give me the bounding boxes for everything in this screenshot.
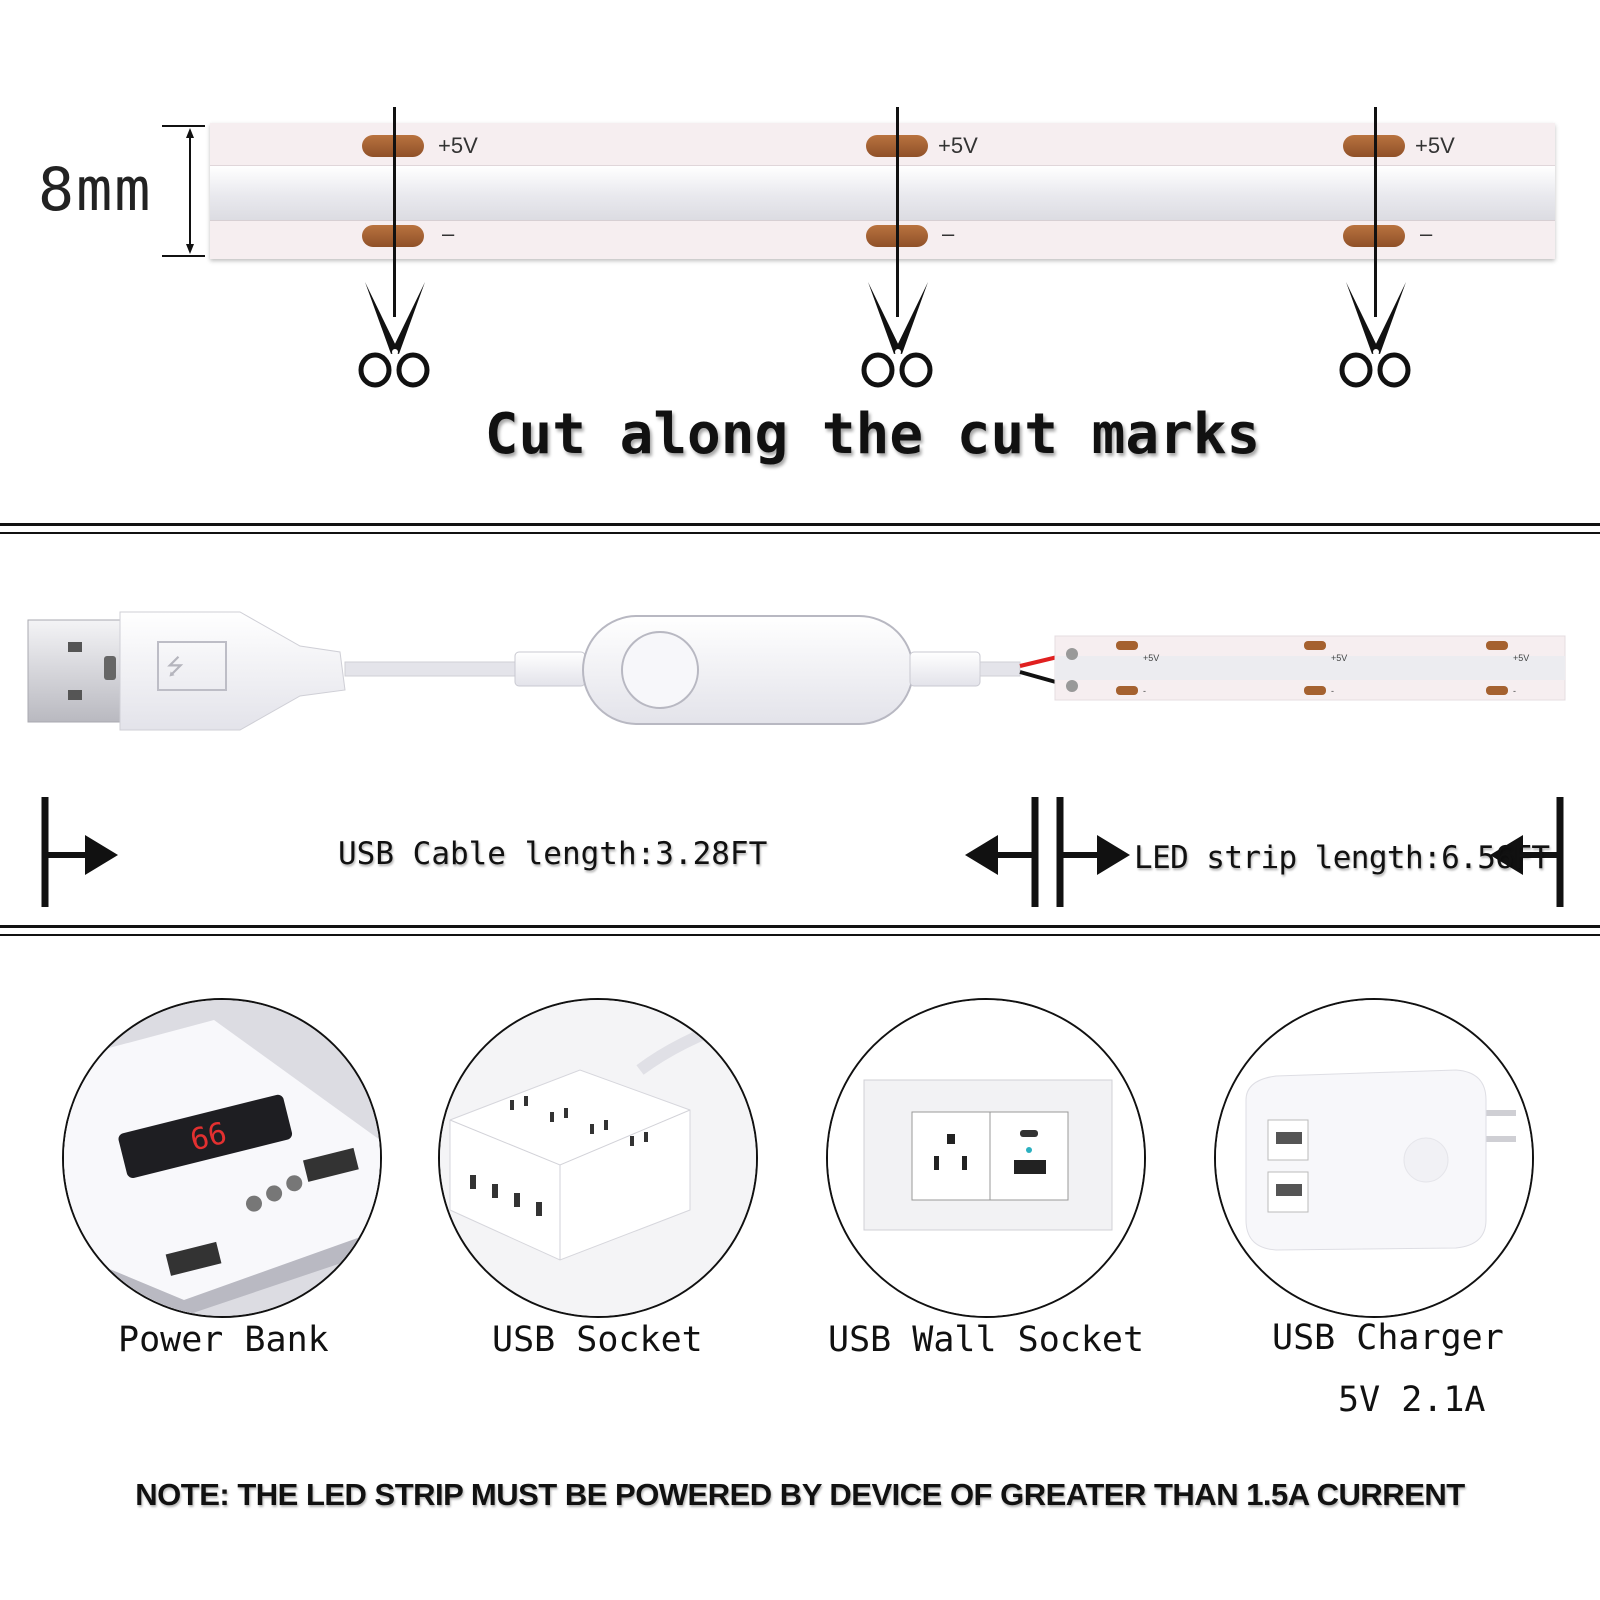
mini-positive-label: +5V (1513, 653, 1530, 663)
negative-pad-label: – (1420, 221, 1433, 246)
positive-pad-label: +5V (438, 133, 478, 158)
section-divider (0, 934, 1600, 936)
usb-charger-image (1214, 998, 1534, 1318)
usb-socket-label: USB Socket (492, 1320, 703, 1360)
power-requirement-note: NOTE: THE LED STRIP MUST BE POWERED BY D… (135, 1477, 1465, 1512)
positive-pad-label: +5V (1415, 133, 1455, 158)
length-markers (41, 797, 1564, 907)
scissors-icon (358, 282, 430, 388)
power-strip-icon (440, 1000, 756, 1316)
mini-negative-label: - (1143, 686, 1146, 696)
power-bank-display: 66 (187, 1116, 231, 1159)
strip-diffuser-band (210, 165, 1555, 221)
power-bank-image: 66 (62, 998, 382, 1318)
cut-line (393, 107, 396, 317)
usb-charger-label: USB Charger (1272, 1318, 1504, 1358)
usb-charger-rating: 5V 2.1A (1338, 1380, 1486, 1420)
scissors-icon (861, 282, 933, 388)
mini-negative-label: - (1513, 686, 1516, 696)
section-divider (0, 523, 1600, 526)
mini-positive-label: +5V (1143, 653, 1160, 663)
mini-positive-label: +5V (1331, 653, 1348, 663)
section-divider (0, 532, 1600, 534)
cut-line (896, 107, 899, 317)
wall-socket-icon (828, 1000, 1144, 1316)
usb-charger-icon (1216, 1000, 1532, 1316)
strip-width-label: 8mm (38, 155, 153, 225)
power-bank-label: Power Bank (118, 1320, 329, 1360)
width-dimension-bracket (162, 125, 205, 257)
cut-instruction-heading: Cut along the cut marks (484, 402, 1261, 467)
svg-text:⭍: ⭍ (166, 655, 184, 680)
usb-cable-assembly: ⭍ (27, 611, 1566, 731)
controller-button (621, 631, 699, 709)
usb-wall-socket-image (826, 998, 1146, 1318)
cob-led-strip: +5V – +5V – +5V – (210, 123, 1555, 259)
negative-pad-label: – (442, 221, 455, 246)
usb-wall-socket-label: USB Wall Socket (828, 1320, 1145, 1360)
positive-pad-label: +5V (938, 133, 978, 158)
usb-cable-length-label: USB Cable length:3.28FT (338, 836, 768, 872)
power-bank-icon: 66 (64, 1000, 380, 1316)
mini-negative-label: - (1331, 686, 1334, 696)
negative-pad-label: – (942, 221, 955, 246)
usb-plug-icon (27, 619, 133, 723)
led-strip-length-label: LED strip length:6.56FT (1134, 840, 1550, 876)
usb-socket-image (438, 998, 758, 1318)
cut-line (1374, 107, 1377, 317)
scissors-icon (1339, 282, 1411, 388)
section-divider (0, 925, 1600, 928)
